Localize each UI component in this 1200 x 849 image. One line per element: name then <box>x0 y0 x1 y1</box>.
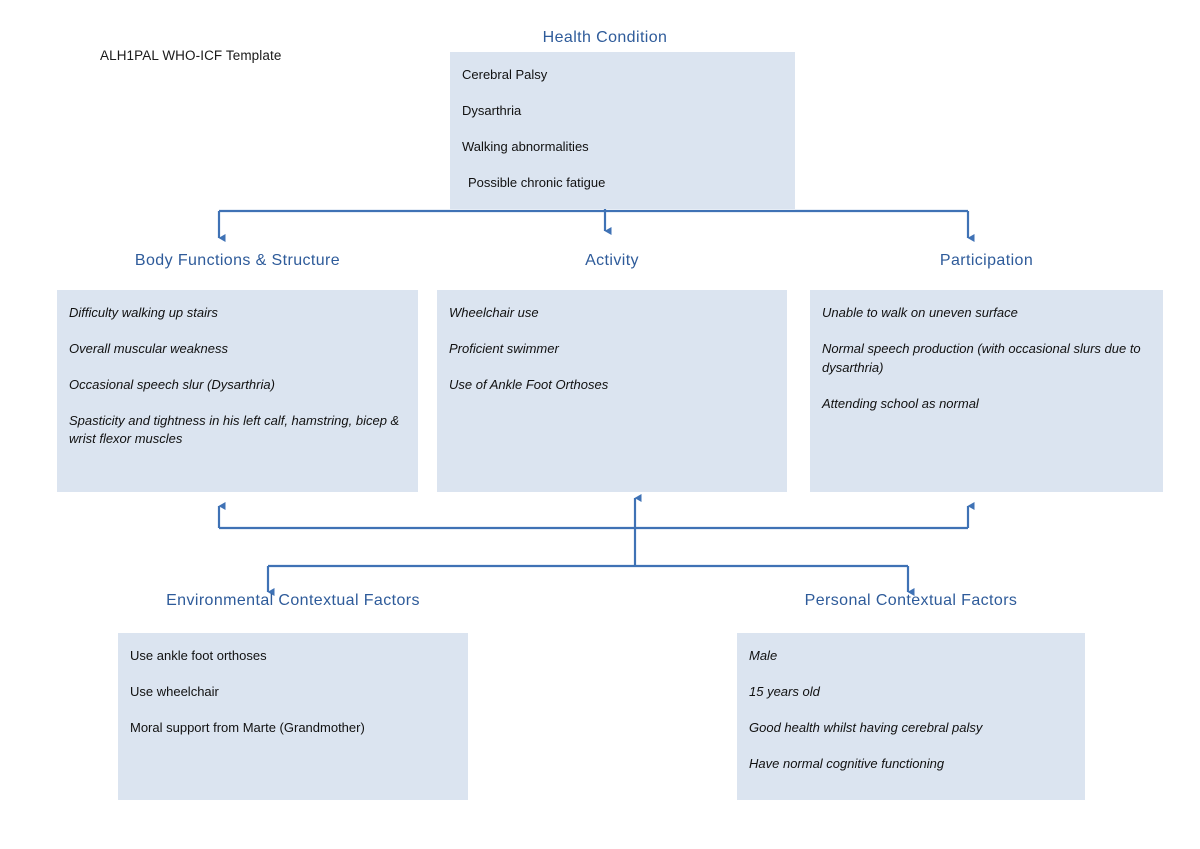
health-condition-item: Walking abnormalities <box>462 138 589 154</box>
document-title: ALH1PAL WHO-ICF Template <box>100 48 282 63</box>
health-condition-item: Cerebral Palsy <box>462 67 548 82</box>
participation-item: Attending school as normal <box>822 395 979 411</box>
personal-factors-item: Good health whilst having cerebral palsy <box>749 719 983 735</box>
heading-personal-factors: Personal Contextual Factors <box>804 592 1018 609</box>
body-functions-item: Overall muscular weakness <box>69 340 228 356</box>
environmental-factors-item: Use ankle foot orthoses <box>130 648 267 663</box>
personal-factors-item: 15 years old <box>749 683 820 699</box>
heading-health-condition: Health Condition <box>542 29 668 46</box>
panel-personal-factors: Male 15 years old Good health whilst hav… <box>737 633 1085 800</box>
environmental-factors-item: Use wheelchair <box>130 683 219 699</box>
panel-body-functions: Difficulty walking up stairs Overall mus… <box>57 290 418 492</box>
panel-participation: Unable to walk on uneven surface Normal … <box>810 290 1163 492</box>
panel-environmental-factors: Use ankle foot orthoses Use wheelchair M… <box>118 633 468 800</box>
body-functions-item: Spasticity and tightness in his left cal… <box>69 412 400 447</box>
heading-activity: Activity <box>585 252 639 269</box>
panel-health-condition: Cerebral Palsy Dysarthria Walking abnorm… <box>450 52 795 209</box>
heading-participation: Participation <box>939 252 1034 269</box>
health-condition-item: Dysarthria <box>462 102 522 118</box>
personal-factors-item: Have normal cognitive functioning <box>749 755 945 771</box>
activity-item: Wheelchair use <box>449 305 539 320</box>
activity-item: Use of Ankle Foot Orthoses <box>449 376 609 392</box>
activity-item: Proficient swimmer <box>449 340 559 356</box>
panel-activity: Wheelchair use Proficient swimmer Use of… <box>437 290 787 492</box>
health-condition-item: Possible chronic fatigue <box>468 174 606 190</box>
personal-factors-item: Male <box>749 648 778 663</box>
participation-item: Unable to walk on uneven surface <box>822 305 1018 320</box>
heading-body-functions: Body Functions & Structure <box>134 252 341 269</box>
participation-item: Normal speech production (with occasiona… <box>822 340 1141 375</box>
environmental-factors-item: Moral support from Marte (Grandmother) <box>130 719 365 735</box>
body-functions-item: Occasional speech slur (Dysarthria) <box>69 376 275 392</box>
body-functions-item: Difficulty walking up stairs <box>69 305 218 320</box>
heading-environmental-factors: Environmental Contextual Factors <box>166 592 420 609</box>
